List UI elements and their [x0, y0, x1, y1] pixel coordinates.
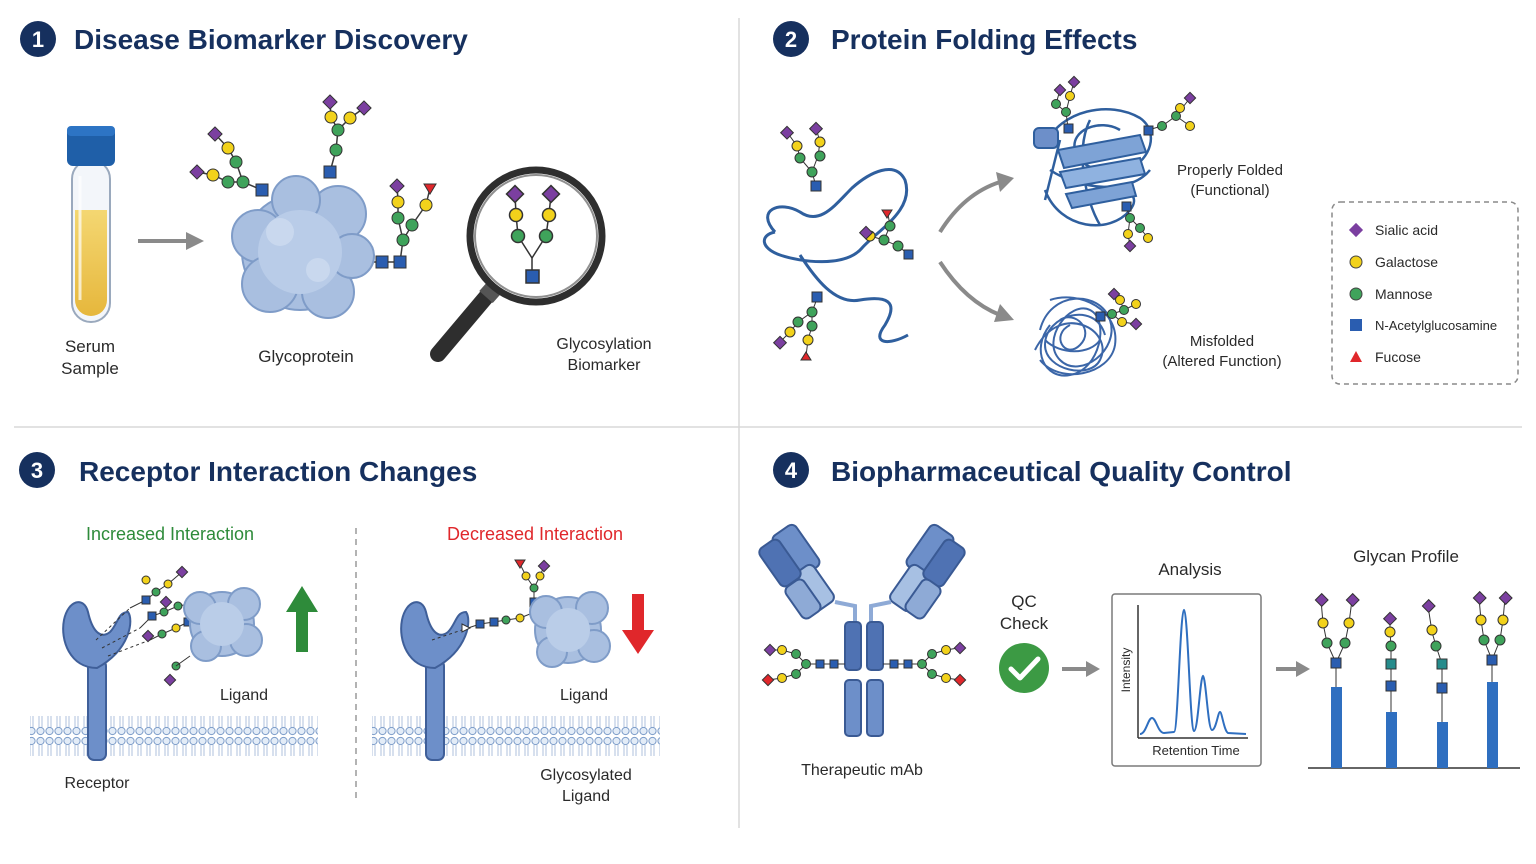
mab-label: Therapeutic mAb [801, 762, 923, 779]
panel-2: Properly Folded (Functional) Misfolded (… [762, 75, 1519, 385]
legend-sialic-icon [1348, 222, 1364, 238]
panel-number-badge [773, 21, 809, 57]
serum-label: Sample [61, 359, 119, 378]
panel-4: Therapeutic mAb QC Check Analysis Intens… [758, 523, 1520, 779]
magnifier-icon [430, 166, 606, 362]
panel-number: 4 [785, 458, 798, 483]
panel-4-header: 4 Biopharmaceutical Quality Control [773, 452, 1292, 488]
qc-label: Check [1000, 614, 1049, 633]
arrow-curved-icon [938, 180, 1001, 317]
folded-protein-icon [1033, 107, 1152, 227]
biomarker-label: Biomarker [568, 357, 642, 374]
glycan-residues [1314, 590, 1513, 722]
ligand-icon [183, 587, 263, 662]
glycan-residues [1051, 75, 1197, 253]
legend-galactose-icon [1349, 255, 1363, 269]
receptor-icon [62, 601, 132, 761]
panel-number-badge [19, 452, 55, 488]
legend: Sialic acid Galactose Mannose N-Acetylgl… [1331, 201, 1519, 385]
misfolded-label: Misfolded [1190, 333, 1254, 350]
glycan-profile-chart [1308, 682, 1520, 769]
misfolded-label: (Altered Function) [1162, 353, 1281, 370]
cell-membrane [30, 712, 318, 756]
panel-title: Biopharmaceutical Quality Control [831, 456, 1292, 487]
panel-title: Protein Folding Effects [831, 24, 1137, 55]
panel-3-header: 3 Receptor Interaction Changes [19, 452, 477, 488]
arrow-head [994, 304, 1014, 322]
panel-1-header: 1 Disease Biomarker Discovery [20, 21, 468, 57]
x-axis-label: Retention Time [1152, 743, 1239, 758]
panel-title: Disease Biomarker Discovery [74, 24, 468, 55]
unfolded-protein-chain [762, 168, 909, 344]
legend-mannose-icon [1349, 287, 1363, 301]
arrow-down-icon [622, 594, 654, 654]
panel-number-badge [773, 452, 809, 488]
glycan-residues [772, 121, 914, 361]
legend-glcnac-icon [1350, 319, 1362, 331]
receptor-icon [400, 601, 470, 761]
glycan-residues [1095, 287, 1143, 331]
chromatogram-trace [1139, 608, 1247, 735]
panel-number-badge [20, 21, 56, 57]
profile-bar [1437, 722, 1448, 768]
qc-label: QC [1011, 592, 1037, 611]
legend-label: Sialic acid [1375, 222, 1438, 238]
serum-tube-icon [67, 126, 115, 323]
ligand-icon [529, 591, 611, 668]
glycan-residues [431, 559, 551, 641]
profile-bar [1386, 712, 1397, 768]
panel-number: 3 [31, 458, 43, 483]
misfolded-protein-icon [1034, 296, 1117, 377]
arrow-up-icon [286, 586, 318, 652]
glycosylated-ligand-label: Glycosylated [540, 767, 632, 784]
analysis-label: Analysis [1158, 560, 1221, 579]
check-icon [999, 643, 1049, 693]
legend-label: Galactose [1375, 254, 1438, 270]
glycosylated-ligand-label: Ligand [562, 788, 610, 805]
ligand-label: Ligand [560, 687, 608, 704]
receptor-label: Receptor [65, 775, 131, 792]
panel-1: Serum Sample [61, 94, 652, 378]
glycoprotein-icon [231, 175, 375, 319]
y-axis-label: Intensity [1119, 648, 1133, 693]
panel-title: Receptor Interaction Changes [79, 456, 477, 487]
glycan-residues [761, 641, 967, 687]
glycan-residues [189, 94, 437, 269]
panel-2-header: 2 Protein Folding Effects [773, 21, 1137, 57]
legend-fucose-icon [1350, 351, 1362, 362]
decreased-interaction-label: Decreased Interaction [447, 524, 623, 544]
legend-label: Mannose [1375, 286, 1433, 302]
chromatogram-panel [1111, 593, 1262, 767]
increased-interaction-label: Increased Interaction [86, 524, 254, 544]
biomarker-label: Glycosylation [556, 336, 651, 353]
serum-label: Serum [65, 337, 115, 356]
antibody-icon [758, 523, 966, 737]
panel-dividers [14, 18, 1522, 828]
glycan-residues [95, 565, 193, 687]
arrow-right-icon [138, 232, 204, 250]
folded-label: Properly Folded [1177, 162, 1283, 179]
legend-label: N-Acetylglucosamine [1375, 318, 1497, 333]
glycoprotein-label: Glycoprotein [258, 347, 353, 366]
panel-number: 1 [32, 27, 44, 52]
ligand-label: Ligand [220, 687, 268, 704]
profile-bar [1487, 682, 1498, 768]
panel-3: Increased Interaction Decreased Interact… [30, 524, 660, 805]
profile-bar [1331, 687, 1342, 768]
arrow-right-icon [1276, 661, 1310, 677]
arrow-head [996, 172, 1014, 192]
cell-membrane [372, 712, 660, 756]
folded-label: (Functional) [1190, 182, 1269, 199]
glycan-profile-label: Glycan Profile [1353, 547, 1459, 566]
arrow-right-icon [1062, 661, 1100, 677]
legend-label: Fucose [1375, 349, 1421, 365]
panel-number: 2 [785, 27, 797, 52]
